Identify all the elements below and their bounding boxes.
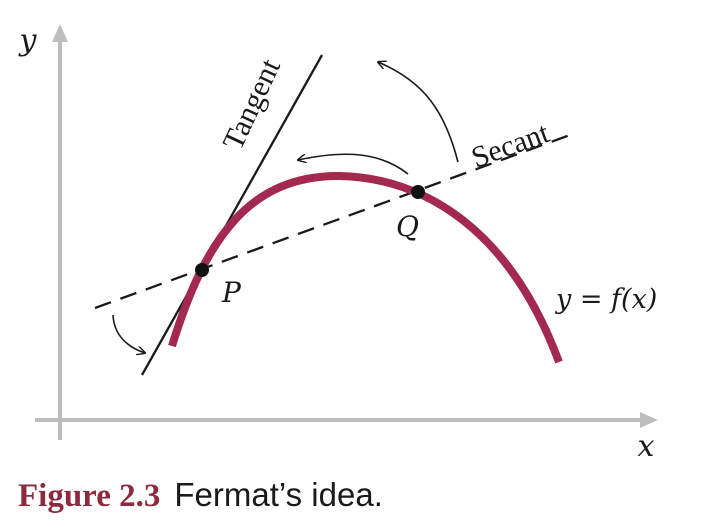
tangent-line xyxy=(140,54,324,376)
tangent-label: Tangent xyxy=(216,53,287,155)
y-axis-label: y xyxy=(18,23,38,58)
function-curve xyxy=(168,171,563,364)
fermat-tangent-diagram: y x Tangent Secant P Q y = f(x) xyxy=(18,23,658,464)
caption-label: Figure 2.3 xyxy=(18,478,161,514)
point-p-label: P xyxy=(221,276,242,309)
rotation-arrow-left xyxy=(112,314,145,353)
secant-label: Secant xyxy=(467,116,554,175)
curve-label: y = f(x) xyxy=(555,284,657,315)
rotation-arrow-middle xyxy=(298,153,409,175)
secant-line xyxy=(94,133,571,310)
point-p xyxy=(195,263,209,277)
caption-text: Fermat’s idea. xyxy=(174,476,383,513)
rotation-arrow-top xyxy=(378,62,459,163)
point-q-label: Q xyxy=(396,210,419,243)
x-axis-label: x xyxy=(638,429,655,464)
point-q xyxy=(411,185,425,199)
figure-caption: Figure 2.3 Fermat’s idea. xyxy=(18,470,383,520)
